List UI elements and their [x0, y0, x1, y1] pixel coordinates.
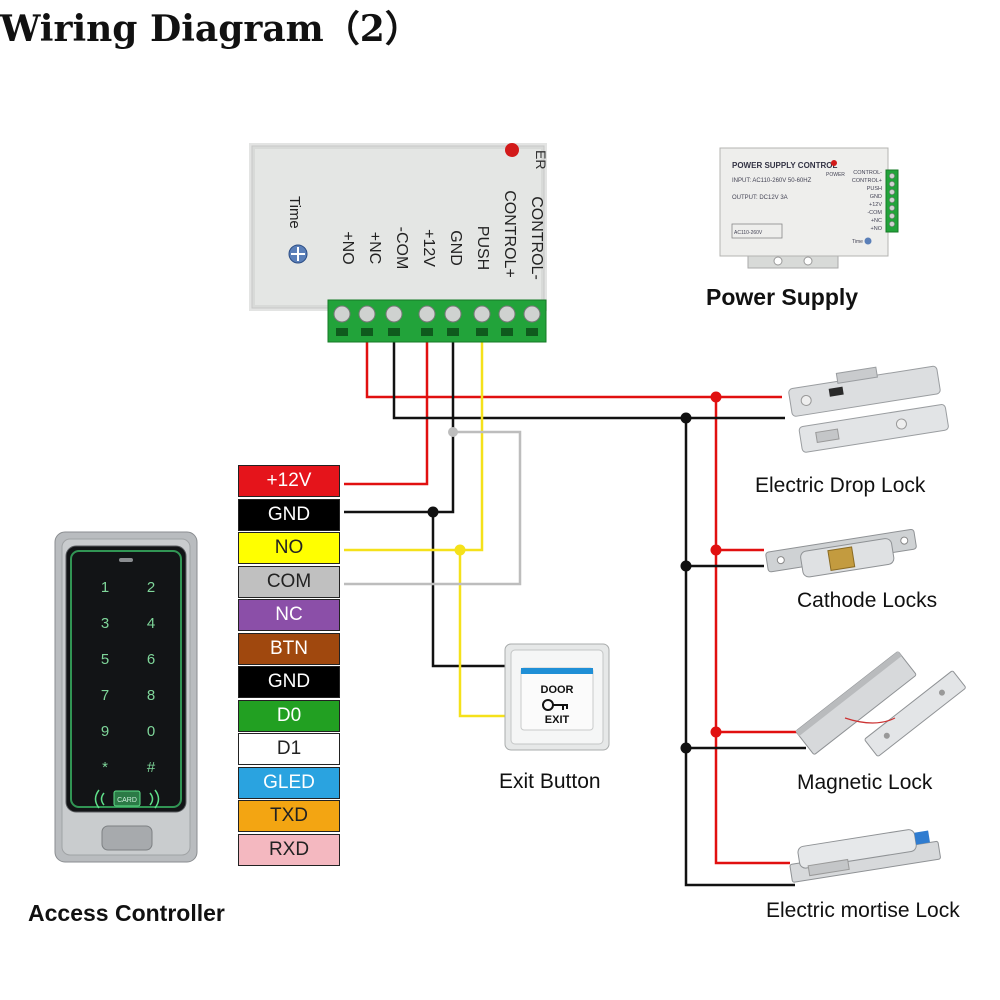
ps-terminal-label: +NC — [871, 218, 882, 224]
mortise-lock-caption: Electric mortise Lock — [766, 899, 960, 922]
magnetic-lock-caption: Magnetic Lock — [797, 771, 933, 794]
pin-row-gnd: GND — [238, 666, 340, 698]
module-terminal-label: -COM — [393, 227, 410, 270]
junction-dots — [427, 391, 722, 754]
terminal-screws — [333, 305, 541, 323]
module-led-icon — [505, 143, 519, 157]
access-controller-device: 1 2 3 4 5 6 7 8 9 0 * # CARD — [54, 531, 198, 863]
cathode-lock-device — [765, 528, 917, 578]
ps-terminal-label: +NO — [871, 226, 883, 232]
module-terminal-label: CONTROL+ — [501, 190, 518, 278]
ps-terminal-labels: CONTROL- CONTROL+ PUSH GND +12V -COM +NC +NO — [852, 170, 883, 232]
drop-lock-caption: Electric Drop Lock — [755, 474, 926, 497]
pin-row-com: COM — [238, 565, 340, 598]
keypad-key: 1 — [101, 579, 109, 596]
pin-row-txd: TXD — [238, 800, 340, 832]
pin-row-btn: BTN — [238, 632, 340, 665]
keypad-key: 7 — [101, 687, 109, 704]
electric-drop-lock-device — [788, 365, 949, 453]
svg-text:Time: Time — [852, 239, 863, 245]
key-icon — [542, 699, 568, 711]
ps-terminal-label: -COM — [867, 210, 882, 216]
ps-terminal-label: +12V — [869, 202, 882, 208]
ps-power-label: POWER — [826, 172, 845, 178]
wire-yellow — [344, 340, 508, 718]
wire-gray — [344, 430, 522, 586]
ps-output-text: OUTPUT: DC12V 3A — [732, 195, 788, 201]
time-knob-icon — [288, 244, 308, 264]
keypad-key: 5 — [101, 651, 109, 668]
power-supply-unit: POWER SUPPLY CONTROL INPUT: AC110-260V 5… — [719, 147, 899, 269]
module-terminal-label: +NO — [339, 231, 356, 264]
wire-black — [344, 340, 806, 887]
pin-row-gnd: GND — [238, 498, 340, 531]
doorbell-button-icon — [101, 825, 153, 851]
pin-row-d1: D1 — [238, 733, 340, 765]
module-time-label: Time — [286, 196, 303, 229]
keypad-key: 3 — [101, 615, 109, 632]
module-terminal-label: +12V — [420, 229, 437, 267]
keypad-key: 8 — [147, 687, 155, 704]
ps-terminal-label: CONTROL+ — [852, 178, 882, 184]
ps-terminal-label: GND — [870, 194, 882, 200]
electric-mortise-lock-device — [789, 829, 941, 883]
ps-terminal-label: CONTROL- — [853, 170, 882, 176]
ps-terminal-label: PUSH — [867, 186, 882, 192]
exit-button-door-text: DOOR — [541, 684, 574, 696]
keypad-key: 2 — [147, 579, 155, 596]
module-terminal-label: CONTROL- — [528, 196, 545, 280]
ps-power-led-icon — [831, 160, 837, 166]
keypad: 1 2 3 4 5 6 7 8 9 0 * # — [101, 579, 156, 776]
svg-text:AC110-260V: AC110-260V — [734, 230, 763, 236]
module-terminal-label: +NC — [366, 232, 383, 264]
diagram-title: Wiring Diagram（2） — [0, 8, 421, 50]
card-reader-icon: CARD — [94, 789, 160, 809]
module-terminal-label: PUSH — [474, 226, 491, 270]
keypad-key: * — [102, 759, 108, 776]
cathode-lock-caption: Cathode Locks — [797, 589, 938, 612]
module-terminal-label: GND — [447, 230, 464, 266]
keypad-key: # — [147, 759, 156, 776]
pin-row-12v: +12V — [238, 465, 340, 497]
svg-text:ER: ER — [533, 150, 549, 169]
exit-button-caption: Exit Button — [499, 770, 601, 793]
access-controller-caption: Access Controller — [28, 900, 225, 926]
lock-controller-module: ER +NO +NC -COM +12V GND PUSH CONTROL+ C… — [249, 143, 549, 343]
ps-input-text: INPUT: AC110-260V 50-60HZ — [732, 178, 812, 184]
keypad-key: 6 — [147, 651, 155, 668]
pin-row-gled: GLED — [238, 766, 340, 799]
magnetic-lock-device — [795, 651, 966, 757]
svg-text:CARD: CARD — [117, 797, 137, 804]
power-supply-caption: Power Supply — [706, 284, 859, 310]
pin-row-nc: NC — [238, 599, 340, 631]
ps-header-text: POWER SUPPLY CONTROL — [732, 161, 837, 170]
pin-row-d0: D0 — [238, 699, 340, 732]
module-terminal-labels: +NO +NC -COM +12V GND PUSH CONTROL+ CONT… — [339, 190, 545, 280]
pin-row-rxd: RXD — [238, 833, 340, 866]
keypad-key: 4 — [147, 615, 155, 632]
exit-button-device: DOOR EXIT — [504, 643, 610, 751]
pin-row-no: NO — [238, 532, 340, 564]
keypad-key: 9 — [101, 723, 109, 740]
exit-button-exit-text: EXIT — [545, 714, 570, 726]
keypad-key: 0 — [147, 723, 155, 740]
